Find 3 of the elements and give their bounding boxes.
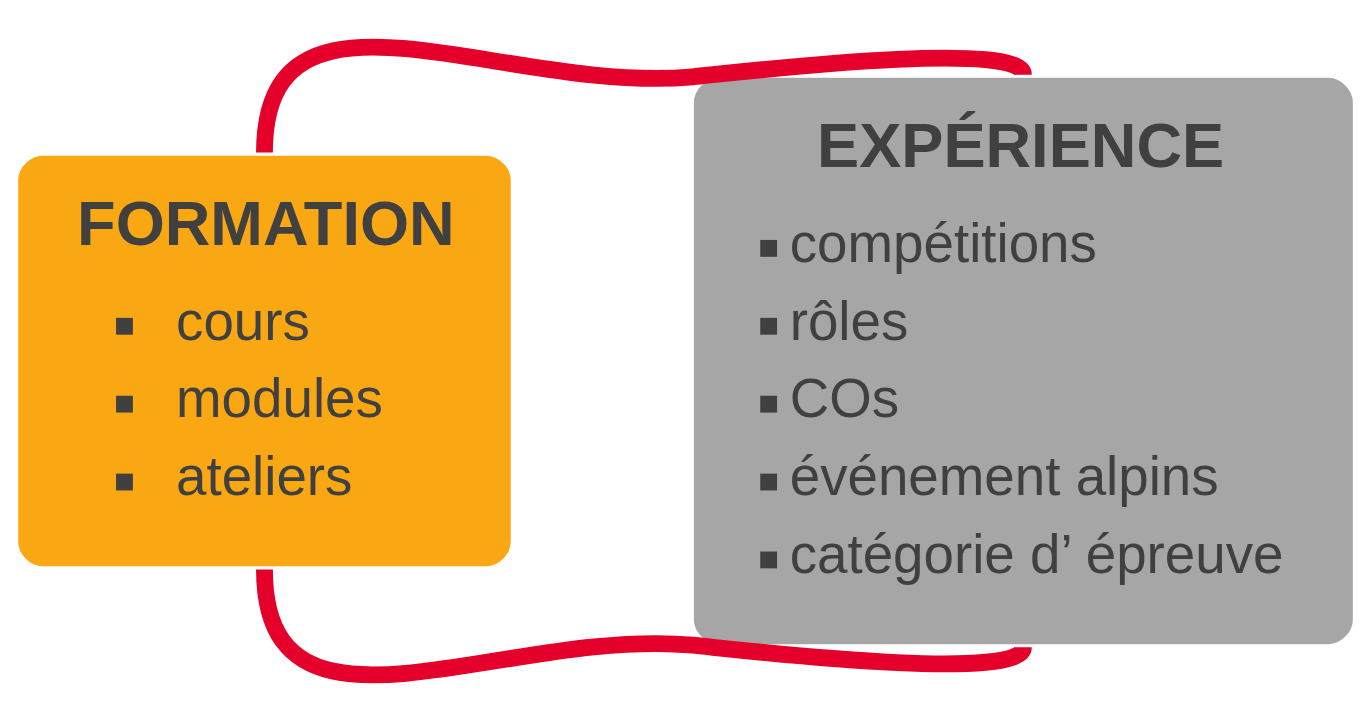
connector: [256, 567, 1031, 683]
node-box: EXPÉRIENCE compétitions rôles COs événement alpins catégorie d’ épreuve: [691, 75, 1355, 646]
node-box: FORMATION cours modules ateliers: [16, 153, 513, 568]
